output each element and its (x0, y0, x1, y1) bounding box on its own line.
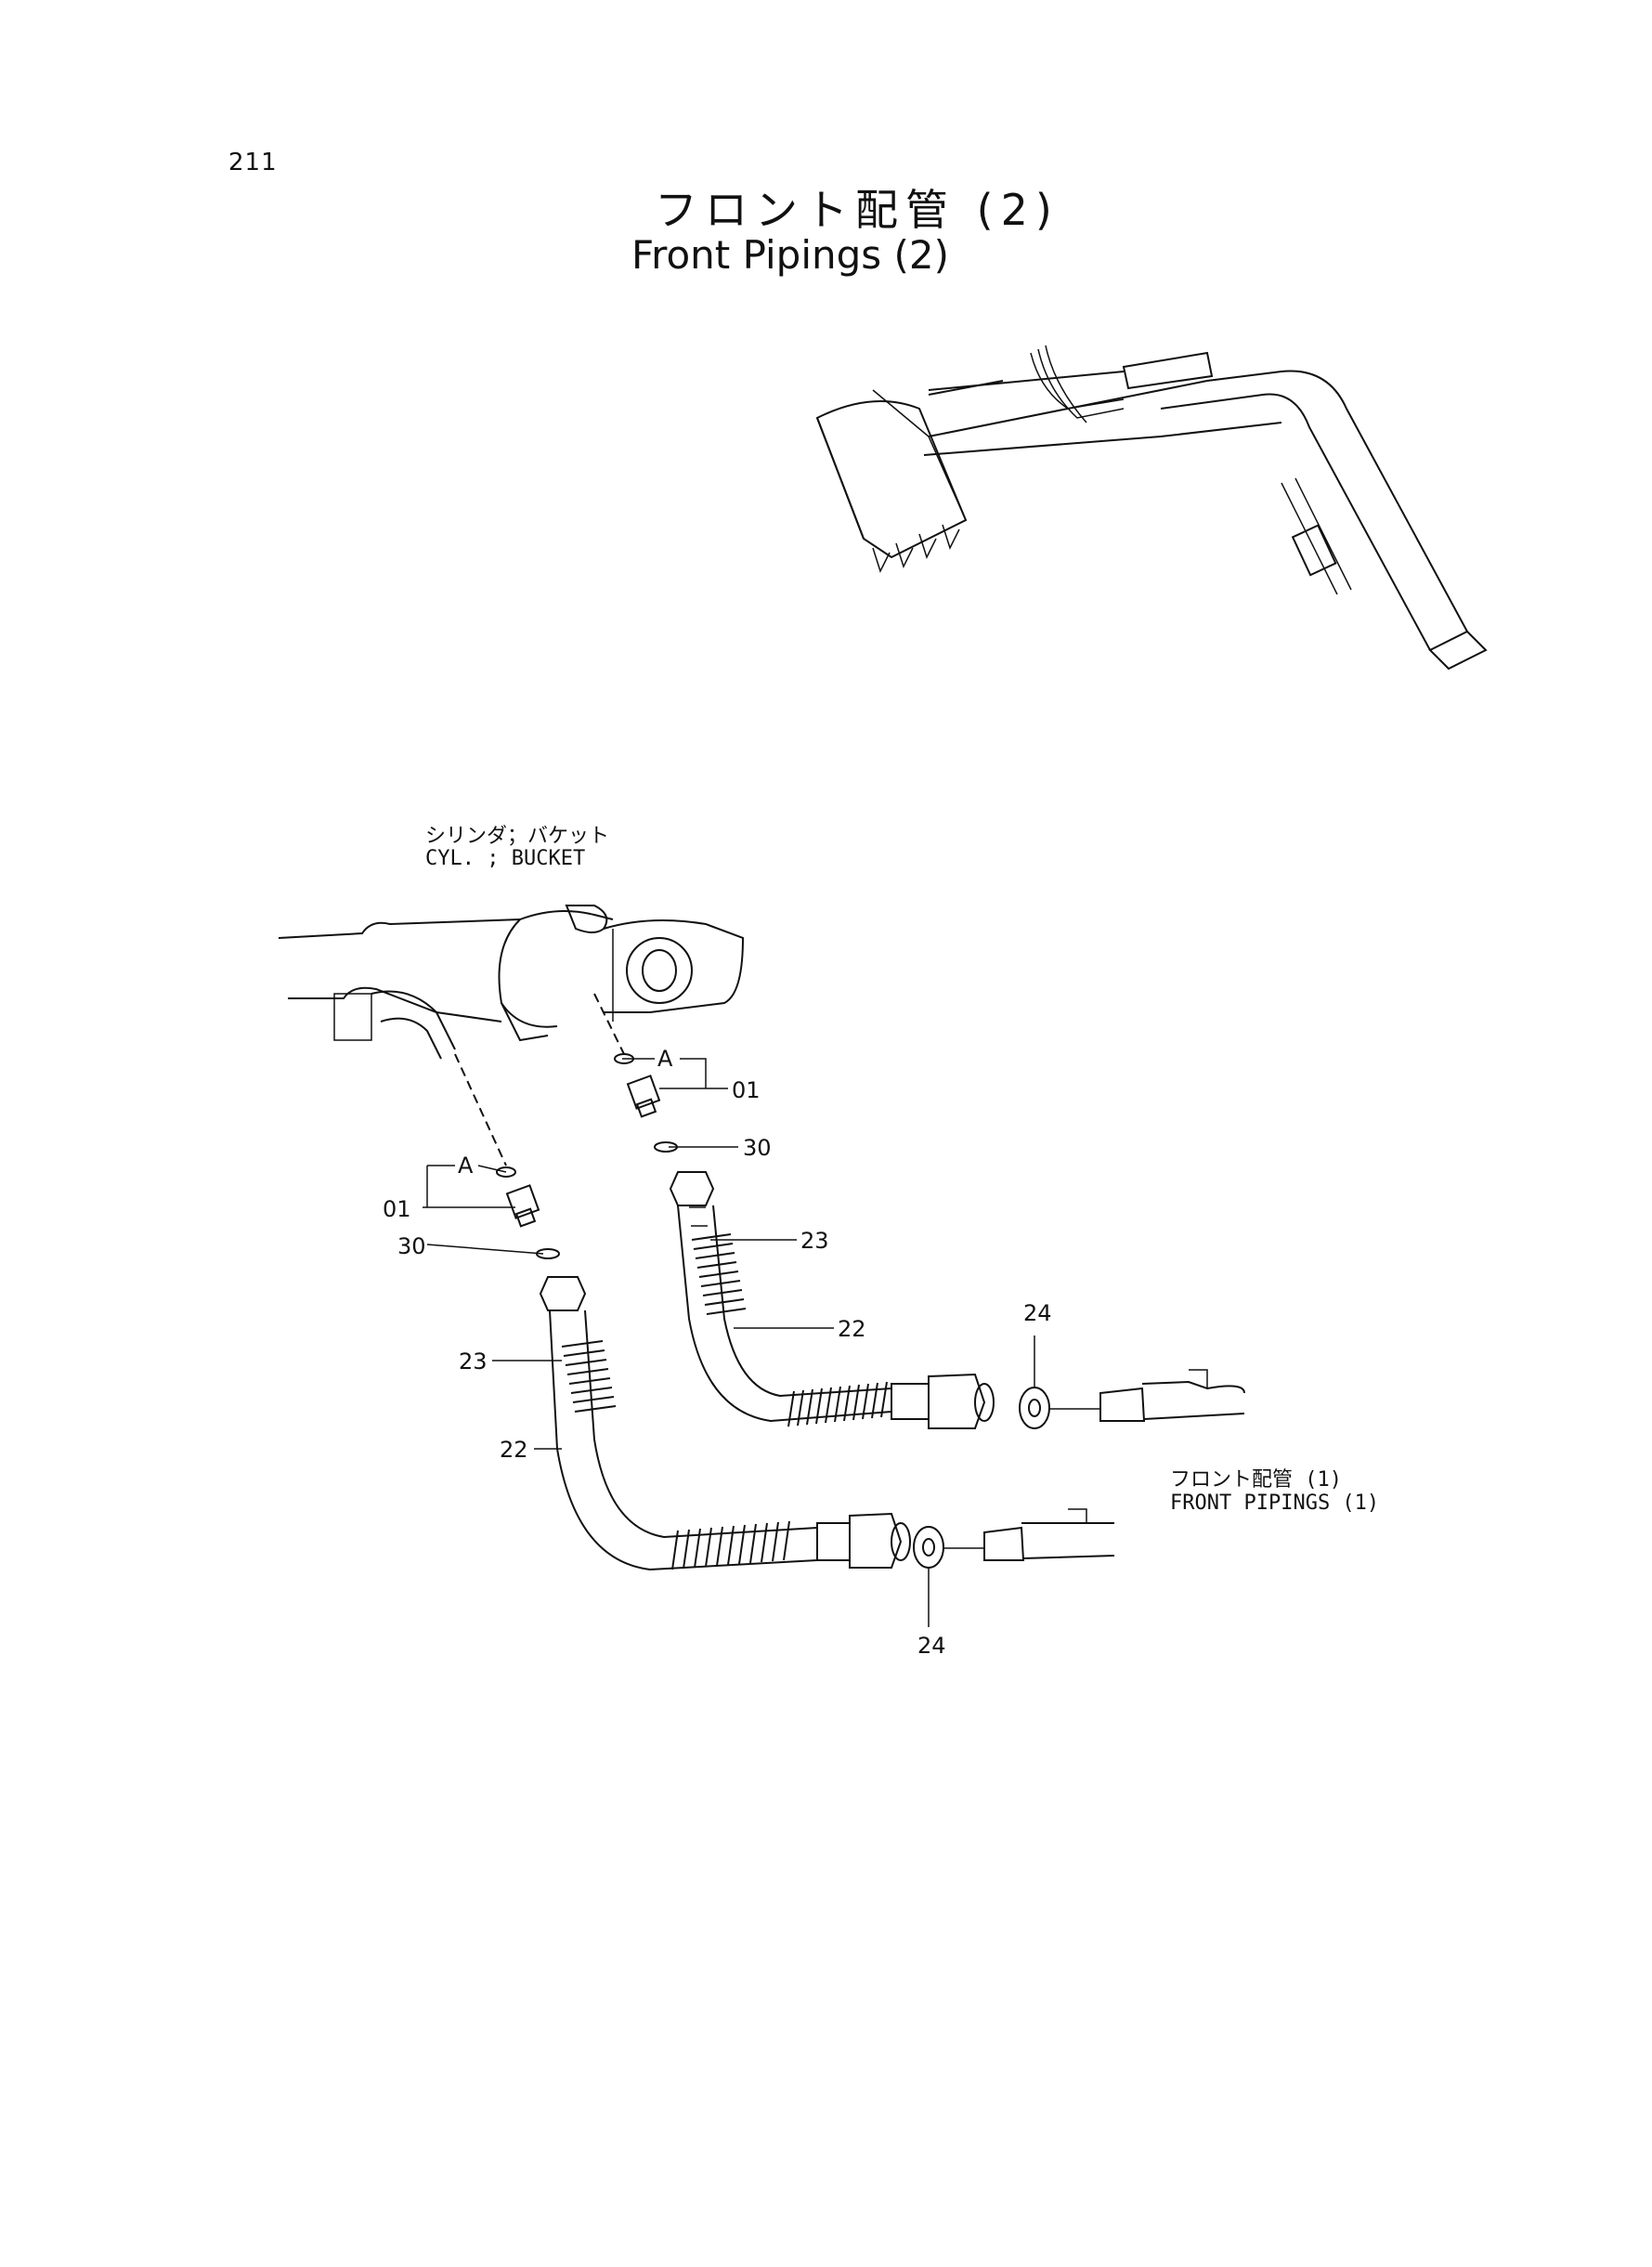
excavator-overview-illustration (815, 345, 1488, 671)
callout-30-lower: 30 (397, 1233, 426, 1259)
callout-01-lower: 01 (383, 1196, 411, 1222)
callout-24-lower: 24 (917, 1633, 946, 1659)
callout-a-upper: A (657, 1046, 673, 1072)
page-number: 211 (228, 149, 278, 176)
lower-fitting-assembly (496, 1166, 1115, 1571)
front-pipings-ref-label-japanese: フロント配管 (1) (1170, 1468, 1342, 1492)
page-title-japanese: フロント配管 (2) (655, 185, 1060, 235)
callout-22-lower: 22 (500, 1437, 528, 1463)
page-title-english: Front Pipings (2) (631, 232, 949, 278)
upper-fitting-assembly (614, 1053, 1245, 1429)
callout-a-lower: A (458, 1153, 474, 1179)
callout-leaders (423, 1058, 1035, 1627)
front-pipings-ref-label-english: FRONT PIPINGS (1) (1170, 1492, 1380, 1515)
callout-23-upper: 23 (800, 1228, 829, 1254)
bucket-cylinder-label-english: CYL. ; BUCKET (425, 847, 586, 870)
callout-30-upper: 30 (743, 1135, 772, 1161)
callout-22-upper: 22 (838, 1316, 866, 1342)
callout-01-upper: 01 (732, 1077, 761, 1103)
callout-24-upper: 24 (1023, 1300, 1052, 1326)
bucket-cylinder-label-japanese: シリンダ；バケット (425, 825, 610, 848)
callout-23-lower: 23 (459, 1348, 488, 1375)
bucket-cylinder-illustration (278, 905, 745, 1166)
